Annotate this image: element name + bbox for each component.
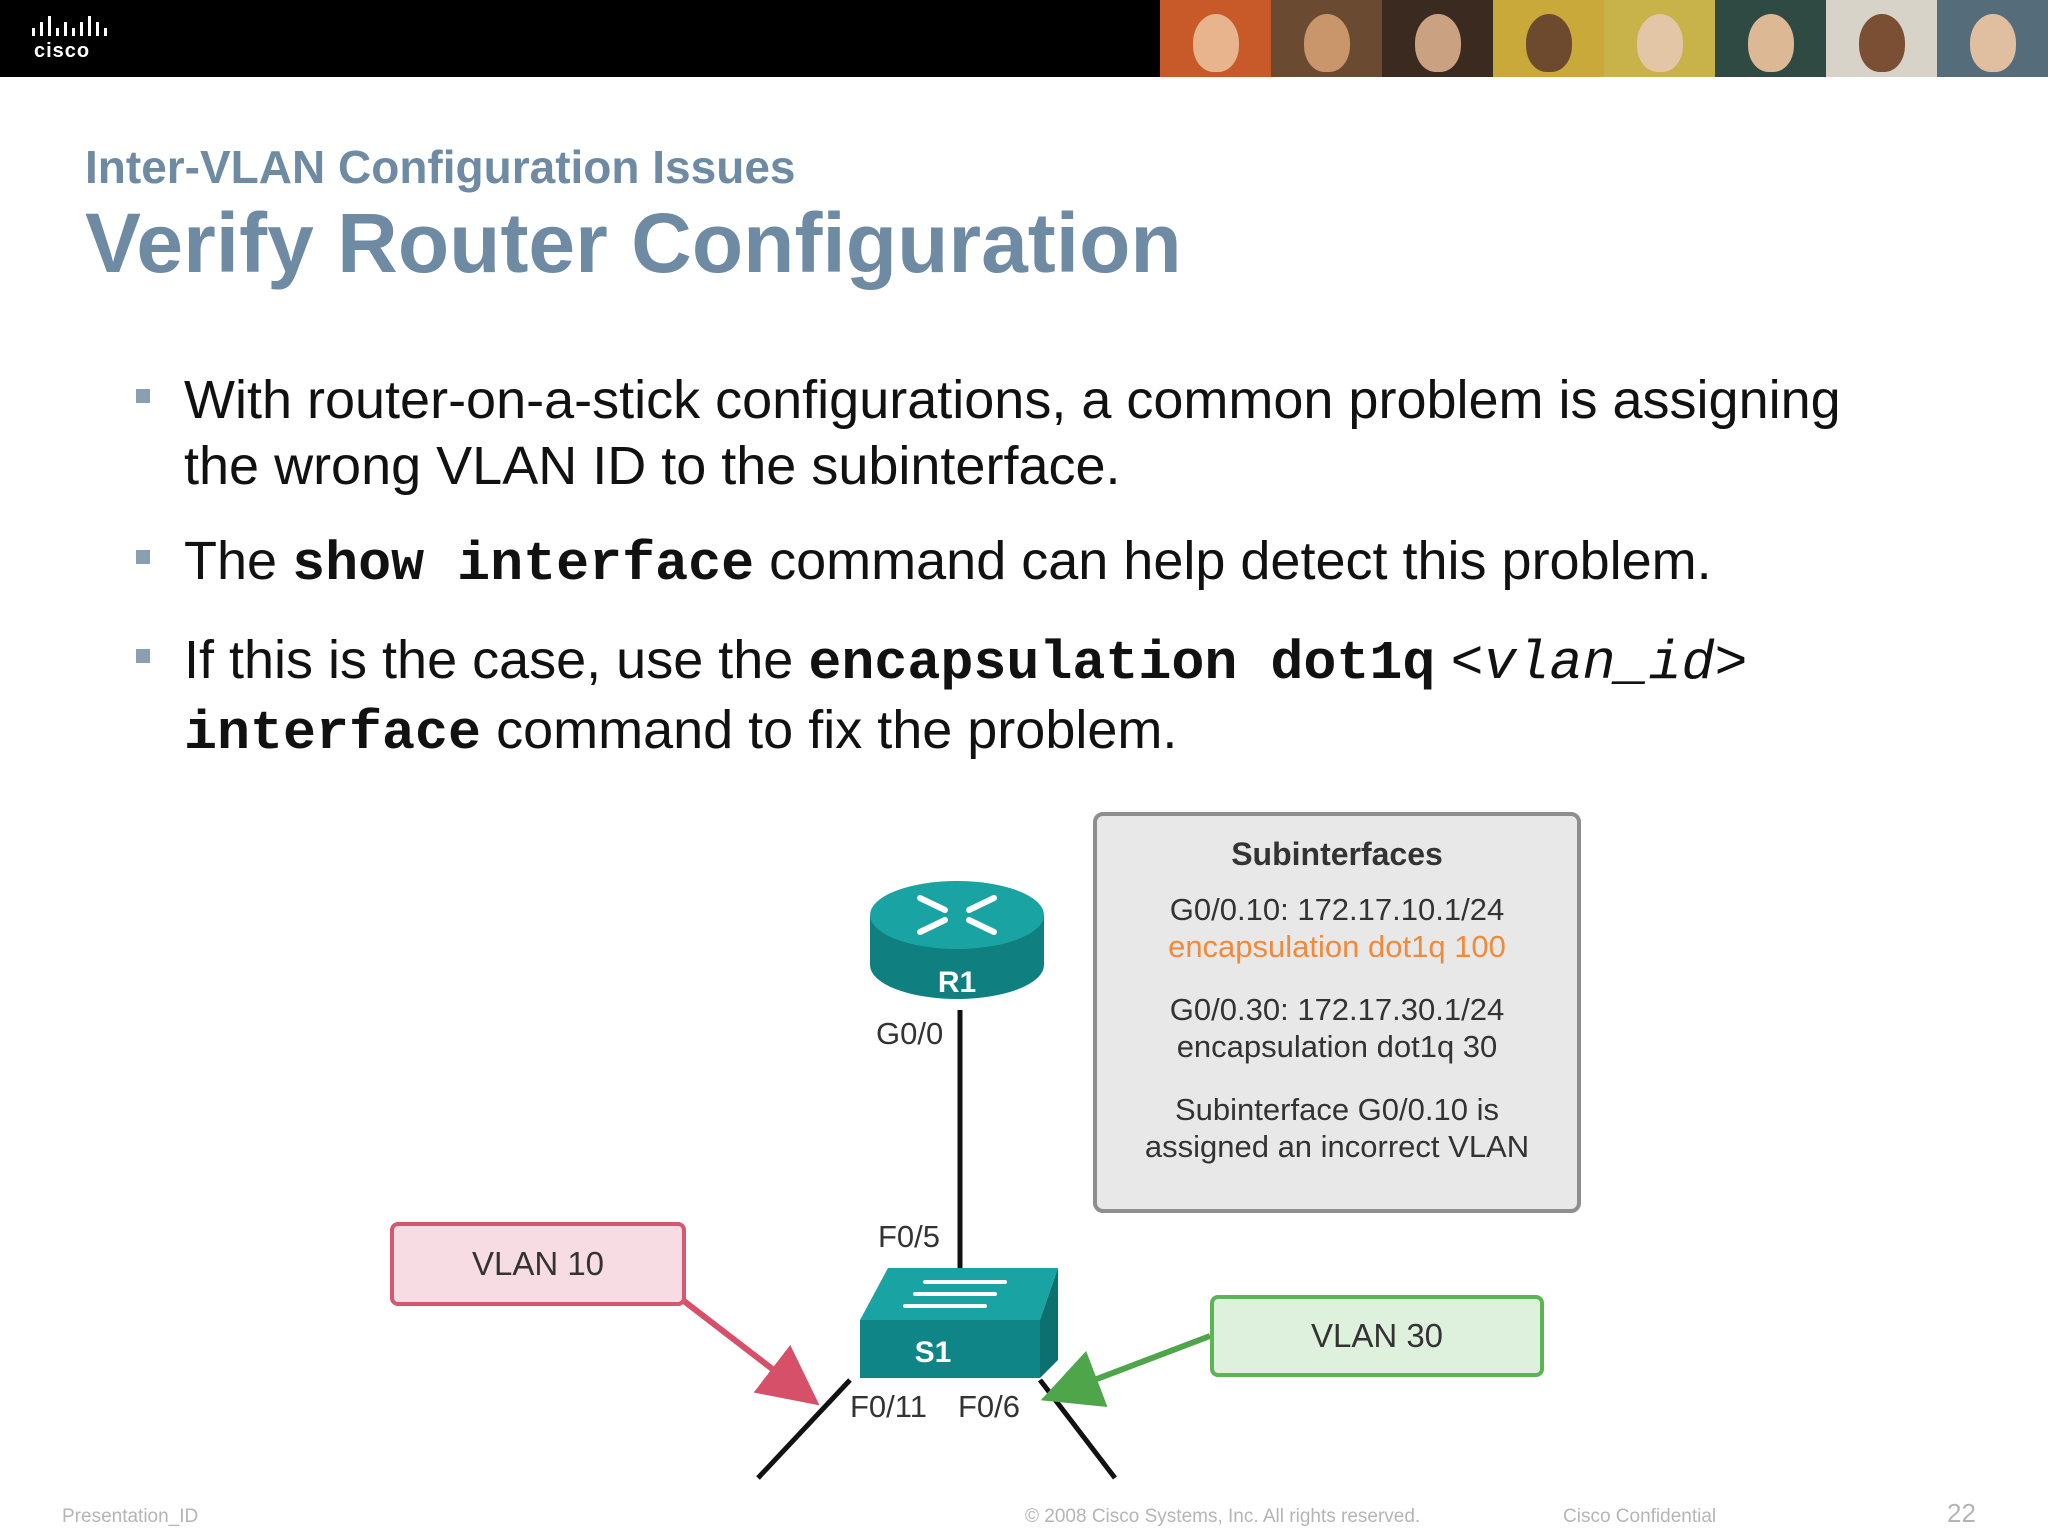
header-photo-6 (1715, 0, 1826, 77)
footer-copyright: © 2008 Cisco Systems, Inc. All rights re… (1025, 1506, 1421, 1527)
vlan30-arrow (1040, 1333, 1212, 1408)
switch-front (860, 1320, 1040, 1378)
port-label-f0-6: F0/6 (958, 1389, 1021, 1424)
subinterface-10-encapsulation: encapsulation dot1q 100 (1168, 929, 1506, 964)
router-arrows-icon (917, 895, 997, 935)
bullet-2: The show interface command can help dete… (136, 528, 1884, 598)
subinterface-10-address: G0/0.10: 172.17.10.1/24 (1169, 892, 1505, 927)
person-face-icon (1192, 14, 1239, 72)
port-label-f0-5: F0/5 (878, 1219, 941, 1254)
header-photo-2 (1271, 0, 1382, 77)
footer-presentation-id: Presentation_ID (62, 1506, 199, 1527)
slide-title: Verify Router Configuration (85, 196, 1182, 290)
bullet-3-command: encapsulation dot1q (808, 632, 1436, 695)
subinterfaces-heading: Subinterfaces (1231, 836, 1443, 872)
bullet-2-command: show interface (292, 533, 755, 596)
cisco-logo-text: cisco (34, 40, 91, 62)
bullet-3-command-2: interface (184, 702, 482, 765)
router-r1: R1 (870, 881, 1044, 999)
person-face-icon (1414, 14, 1461, 72)
header-photo-1 (1160, 0, 1271, 77)
slide-subtitle: Inter-VLAN Configuration Issues (85, 141, 796, 193)
switch-side (1040, 1268, 1058, 1378)
bullet-2-after: command can help detect this problem. (754, 531, 1712, 591)
vlan-30-box: VLAN 30 (1210, 1295, 1544, 1377)
subinterface-30-address: G0/0.30: 172.17.30.1/24 (1169, 992, 1505, 1027)
vlan10-arrow (678, 1295, 820, 1406)
subinterface-note-line-1: Subinterface G0/0.10 is (1175, 1092, 1499, 1127)
bullet-3: If this is the case, use the encapsulati… (136, 627, 1884, 767)
bullet-2-before: The (184, 531, 293, 591)
person-face-icon (1969, 14, 2016, 72)
port-label-f0-11: F0/11 (850, 1389, 927, 1424)
person-face-icon (1303, 14, 1350, 72)
switch-s1: S1 (860, 1268, 1058, 1378)
link-s1-f011 (756, 1378, 852, 1480)
bullet-1: With router-on-a-stick configurations, a… (136, 367, 1884, 499)
bullet-3-before: If this is the case, use the (184, 630, 809, 690)
bullet-3-after: command to fix the problem. (481, 700, 1178, 760)
bullet-1-text: With router-on-a-stick configurations, a… (184, 370, 1841, 496)
person-face-icon (1525, 14, 1572, 72)
header-photo-4 (1493, 0, 1604, 77)
person-face-icon (1636, 14, 1683, 72)
header-bar: cisco (0, 0, 2048, 77)
person-face-icon (1747, 14, 1794, 72)
cisco-bars-icon (32, 16, 107, 36)
port-label-g0-0: G0/0 (876, 1016, 944, 1051)
vlan-10-box: VLAN 10 (390, 1222, 686, 1306)
subinterfaces-box: Subinterfaces G0/0.10: 172.17.10.1/24 en… (1093, 812, 1581, 1213)
person-face-icon (1858, 14, 1905, 72)
page-number: 22 (1947, 1498, 1976, 1528)
header-photo-5 (1604, 0, 1715, 77)
switch-arrows-icon (903, 1280, 1007, 1308)
bullet-marker (136, 649, 150, 663)
subinterface-note-line-2: assigned an incorrect VLAN (1144, 1129, 1530, 1164)
subinterface-30-encapsulation: encapsulation dot1q 30 (1176, 1029, 1498, 1064)
header-photo-8 (1937, 0, 2048, 77)
bullet-marker (136, 389, 150, 403)
cisco-logo: cisco (30, 14, 120, 64)
footer-confidential: Cisco Confidential (1563, 1506, 1717, 1527)
header-photo-7 (1826, 0, 1937, 77)
switch-label: S1 (915, 1336, 952, 1369)
router-label: R1 (938, 966, 976, 999)
router-top (870, 881, 1044, 949)
link-s1-f06 (1038, 1378, 1117, 1480)
header-photo-strip (1160, 0, 2048, 77)
bullet-marker (136, 550, 150, 564)
bullet-3-parameter: <vlan_id> (1450, 632, 1748, 695)
header-photo-3 (1382, 0, 1493, 77)
